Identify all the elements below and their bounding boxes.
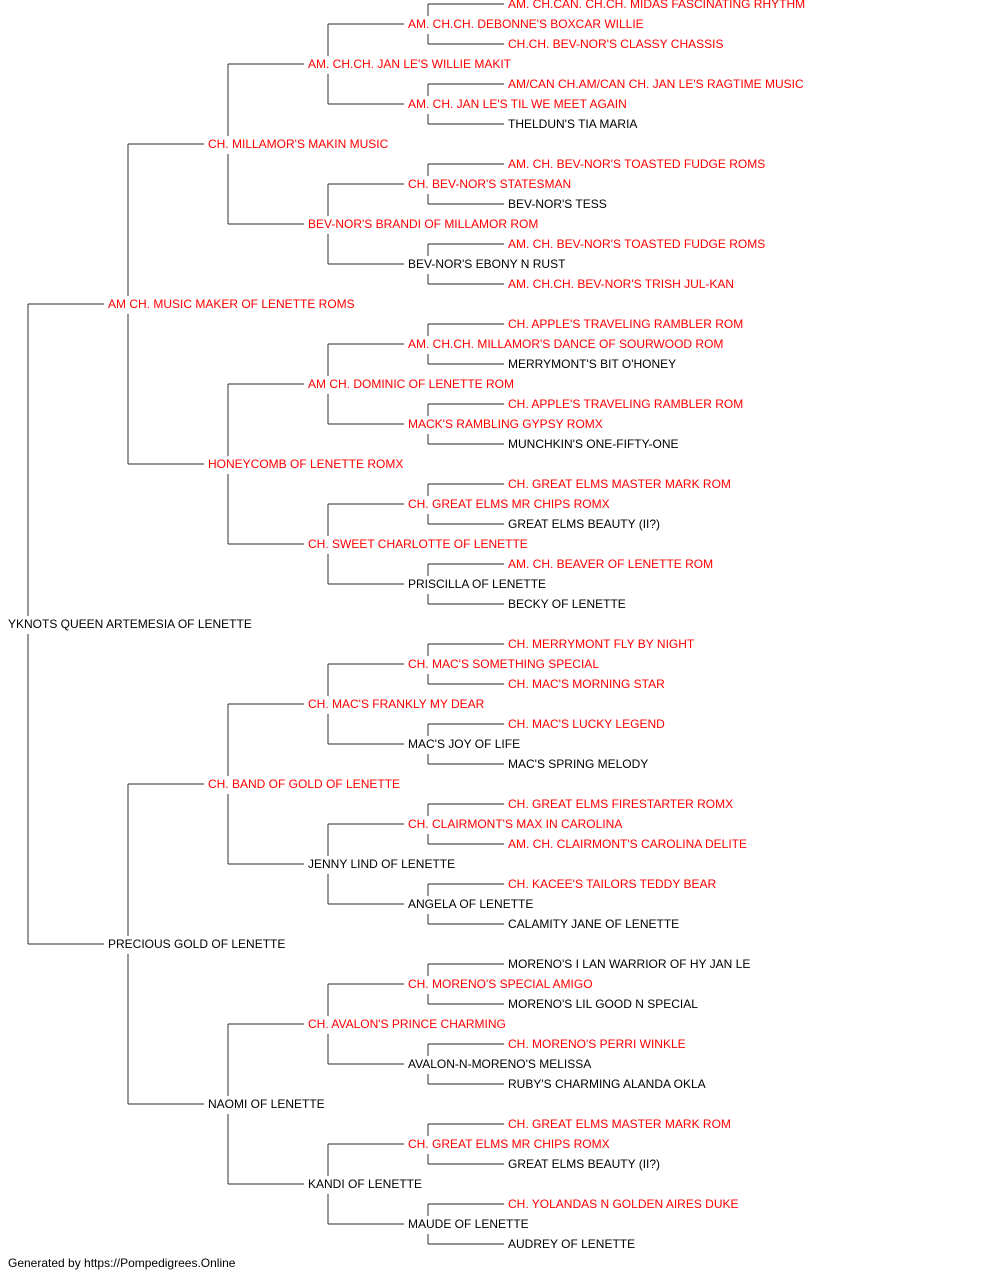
ancestor-gen5-name: CH. MORENO'S PERRI WINKLE <box>508 1037 686 1051</box>
ancestor-gen5-name: CH. GREAT ELMS MASTER MARK ROM <box>508 1117 731 1131</box>
ancestor-gen5-name: AM. CH. BEAVER OF LENETTE ROM <box>508 557 713 571</box>
ancestor-gen3-name: AM CH. DOMINIC OF LENETTE ROM <box>308 377 514 391</box>
ancestor-gen5-name: CH. MERRYMONT FLY BY NIGHT <box>508 637 695 651</box>
ancestor-gen5-name: THELDUN'S TIA MARIA <box>508 117 637 131</box>
ancestor-gen2-name: NAOMI OF LENETTE <box>208 1097 325 1111</box>
ancestor-gen4-name: BEV-NOR'S EBONY N RUST <box>408 257 566 271</box>
ancestor-gen5-name: CH. MAC'S MORNING STAR <box>508 677 665 691</box>
generated-by-footer: Generated by https://Pompedigrees.Online <box>8 1256 236 1270</box>
ancestor-gen3-name: AM. CH.CH. JAN LE'S WILLIE MAKIT <box>308 57 512 71</box>
ancestor-gen5-name: CH. APPLE'S TRAVELING RAMBLER ROM <box>508 317 743 331</box>
ancestor-gen5-name: MUNCHKIN'S ONE-FIFTY-ONE <box>508 437 679 451</box>
ancestor-gen4-name: MACK'S RAMBLING GYPSY ROMX <box>408 417 603 431</box>
ancestor-gen4-name: CH. MORENO'S SPECIAL AMIGO <box>408 977 593 991</box>
ancestor-gen5-name: AUDREY OF LENETTE <box>508 1237 635 1251</box>
ancestor-gen5-name: BECKY OF LENETTE <box>508 597 626 611</box>
ancestor-gen3-name: BEV-NOR'S BRANDI OF MILLAMOR ROM <box>308 217 538 231</box>
ancestor-gen5-name: GREAT ELMS BEAUTY (II?) <box>508 517 660 531</box>
subject-name: YKNOTS QUEEN ARTEMESIA OF LENETTE <box>8 617 252 631</box>
ancestor-gen4-name: CH. BEV-NOR'S STATESMAN <box>408 177 571 191</box>
ancestor-gen5-name: MAC'S SPRING MELODY <box>508 757 648 771</box>
ancestor-gen1-name: AM CH. MUSIC MAKER OF LENETTE ROMS <box>108 297 355 311</box>
ancestor-gen5-name: MERRYMONT'S BIT O'HONEY <box>508 357 676 371</box>
ancestor-gen5-name: AM. CH. BEV-NOR'S TOASTED FUDGE ROMS <box>508 157 765 171</box>
ancestor-gen4-name: CH. CLAIRMONT'S MAX IN CAROLINA <box>408 817 622 831</box>
ancestor-gen5-name: AM. CH. CLAIRMONT'S CAROLINA DELITE <box>508 837 747 851</box>
ancestor-gen4-name: AM. CH. JAN LE'S TIL WE MEET AGAIN <box>408 97 627 111</box>
ancestor-gen5-name: AM. CH.CAN. CH.CH. MIDAS FASCINATING RHY… <box>508 0 805 11</box>
ancestor-gen3-name: CH. SWEET CHARLOTTE OF LENETTE <box>308 537 528 551</box>
ancestor-gen5-name: AM. CH. BEV-NOR'S TOASTED FUDGE ROMS <box>508 237 765 251</box>
ancestor-gen3-name: CH. MAC'S FRANKLY MY DEAR <box>308 697 485 711</box>
ancestor-gen3-name: KANDI OF LENETTE <box>308 1177 422 1191</box>
ancestor-gen5-name: CH. YOLANDAS N GOLDEN AIRES DUKE <box>508 1197 739 1211</box>
ancestor-gen5-name: AM. CH.CH. BEV-NOR'S TRISH JUL-KAN <box>508 277 734 291</box>
ancestor-gen5-name: MORENO'S LIL GOOD N SPECIAL <box>508 997 698 1011</box>
ancestor-gen4-name: PRISCILLA OF LENETTE <box>408 577 546 591</box>
ancestor-gen5-name: CH.CH. BEV-NOR'S CLASSY CHASSIS <box>508 37 723 51</box>
ancestor-gen4-name: MAUDE OF LENETTE <box>408 1217 529 1231</box>
ancestor-gen3-name: CH. AVALON'S PRINCE CHARMING <box>308 1017 506 1031</box>
ancestor-gen4-name: CH. MAC'S SOMETHING SPECIAL <box>408 657 599 671</box>
ancestor-gen2-name: CH. MILLAMOR'S MAKIN MUSIC <box>208 137 389 151</box>
ancestor-gen5-name: CH. KACEE'S TAILORS TEDDY BEAR <box>508 877 716 891</box>
ancestor-gen4-name: ANGELA OF LENETTE <box>408 897 533 911</box>
ancestor-gen5-name: AM/CAN CH.AM/CAN CH. JAN LE'S RAGTIME MU… <box>508 77 804 91</box>
ancestor-gen3-name: JENNY LIND OF LENETTE <box>308 857 455 871</box>
ancestor-gen5-name: RUBY'S CHARMING ALANDA OKLA <box>508 1077 706 1091</box>
ancestor-gen2-name: CH. BAND OF GOLD OF LENETTE <box>208 777 400 791</box>
ancestor-gen5-name: CH. GREAT ELMS FIRESTARTER ROMX <box>508 797 733 811</box>
ancestor-gen5-name: CH. APPLE'S TRAVELING RAMBLER ROM <box>508 397 743 411</box>
ancestor-gen2-name: HONEYCOMB OF LENETTE ROMX <box>208 457 403 471</box>
ancestor-gen1-name: PRECIOUS GOLD OF LENETTE <box>108 937 285 951</box>
ancestor-gen4-name: AM. CH.CH. MILLAMOR'S DANCE OF SOURWOOD … <box>408 337 723 351</box>
ancestor-gen5-name: GREAT ELMS BEAUTY (II?) <box>508 1157 660 1171</box>
ancestor-gen5-name: CH. MAC'S LUCKY LEGEND <box>508 717 665 731</box>
ancestor-gen5-name: CALAMITY JANE OF LENETTE <box>508 917 679 931</box>
ancestor-gen4-name: CH. GREAT ELMS MR CHIPS ROMX <box>408 497 610 511</box>
ancestor-gen5-name: CH. GREAT ELMS MASTER MARK ROM <box>508 477 731 491</box>
ancestor-gen4-name: AM. CH.CH. DEBONNE'S BOXCAR WILLIE <box>408 17 644 31</box>
ancestor-gen5-name: BEV-NOR'S TESS <box>508 197 607 211</box>
ancestor-gen4-name: CH. GREAT ELMS MR CHIPS ROMX <box>408 1137 610 1151</box>
ancestor-gen4-name: AVALON-N-MORENO'S MELISSA <box>408 1057 591 1071</box>
ancestor-gen5-name: MORENO'S I LAN WARRIOR OF HY JAN LE <box>508 957 750 971</box>
ancestor-gen4-name: MAC'S JOY OF LIFE <box>408 737 520 751</box>
